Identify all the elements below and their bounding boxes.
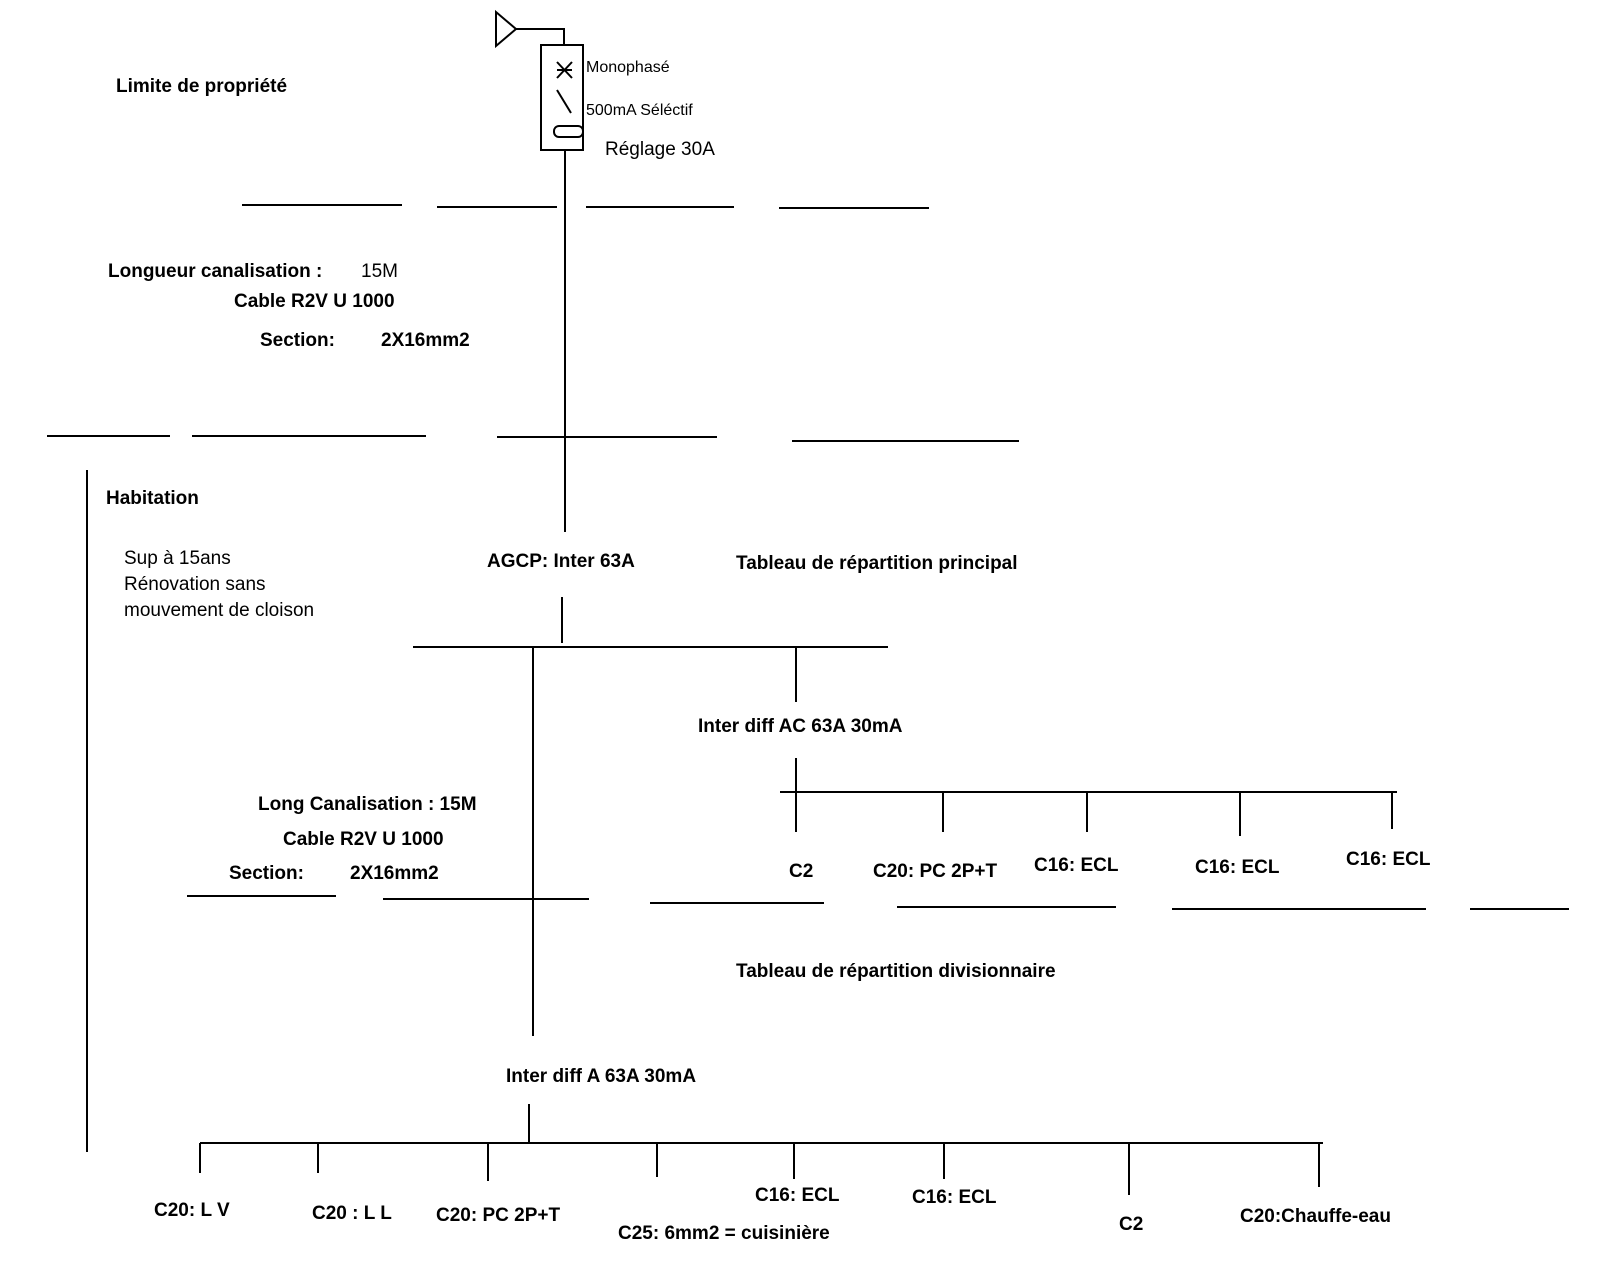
a-circuit-label: C2 [1119,1214,1144,1235]
breaker-coil-icon [553,125,584,138]
ac-diff-label: Inter diff AC 63A 30mA [698,716,903,737]
property-limit-label: Limite de propriété [116,76,288,97]
a-circuit-label: C20: PC 2P+T [436,1205,561,1226]
cable1-length-label: Longueur canalisation : [108,261,323,282]
a-circuit-label: C16: ECL [755,1185,840,1206]
a-circuit-label: C20 : L L [312,1203,392,1224]
sensitivity-label: 500mA Séléctif [586,102,693,119]
habitation-title: Habitation [106,488,199,509]
cable2-type: Cable R2V U 1000 [283,829,444,850]
cable2-section-label: Section: [229,863,304,884]
ac-circuit-label: C2 [789,861,814,882]
supply-triangle-icon [495,9,518,49]
sub-board-title: Tableau de répartition divisionnaire [736,961,1056,982]
building-limit-line [47,435,1019,442]
ac-circuit-label: C16: ECL [1034,855,1119,876]
a-circuit-label: C20:Chauffe-eau [1240,1206,1391,1227]
cable1-section-value: 2X16mm2 [381,330,470,351]
agcp-label: AGCP: Inter 63A [487,551,635,572]
ac-circuit-label: C16: ECL [1195,857,1280,878]
ac-circuit-label: C16: ECL [1346,849,1431,870]
cable1-type: Cable R2V U 1000 [234,291,395,312]
a-diff-label: Inter diff A 63A 30mA [506,1066,697,1087]
cable2-length: Long Canalisation : 15M [258,794,477,815]
breaker-contact-icon [556,61,573,114]
breaker-box [540,44,584,151]
a-circuit-label: C25: 6mm2 = cuisinière [618,1223,830,1244]
habitation-notes: Sup à 15ans Rénovation sans mouvement de… [124,548,315,622]
supply-connection-line [516,28,565,45]
cable1-length-value: 15M [361,261,398,282]
cable1-section-label: Section: [260,330,335,351]
sub-board-limit-line [187,895,1569,910]
cable2-section-value: 2X16mm2 [350,863,439,884]
phase-label: Monophasé [586,59,670,76]
setting-label: Réglage 30A [605,139,715,160]
ac-circuit-label: C20: PC 2P+T [873,861,998,882]
property-limit-line [242,204,929,209]
a-circuit-label: C20: L V [154,1200,230,1221]
a-circuit-label: C16: ECL [912,1187,997,1208]
main-board-title: Tableau de répartition principal [736,553,1018,574]
